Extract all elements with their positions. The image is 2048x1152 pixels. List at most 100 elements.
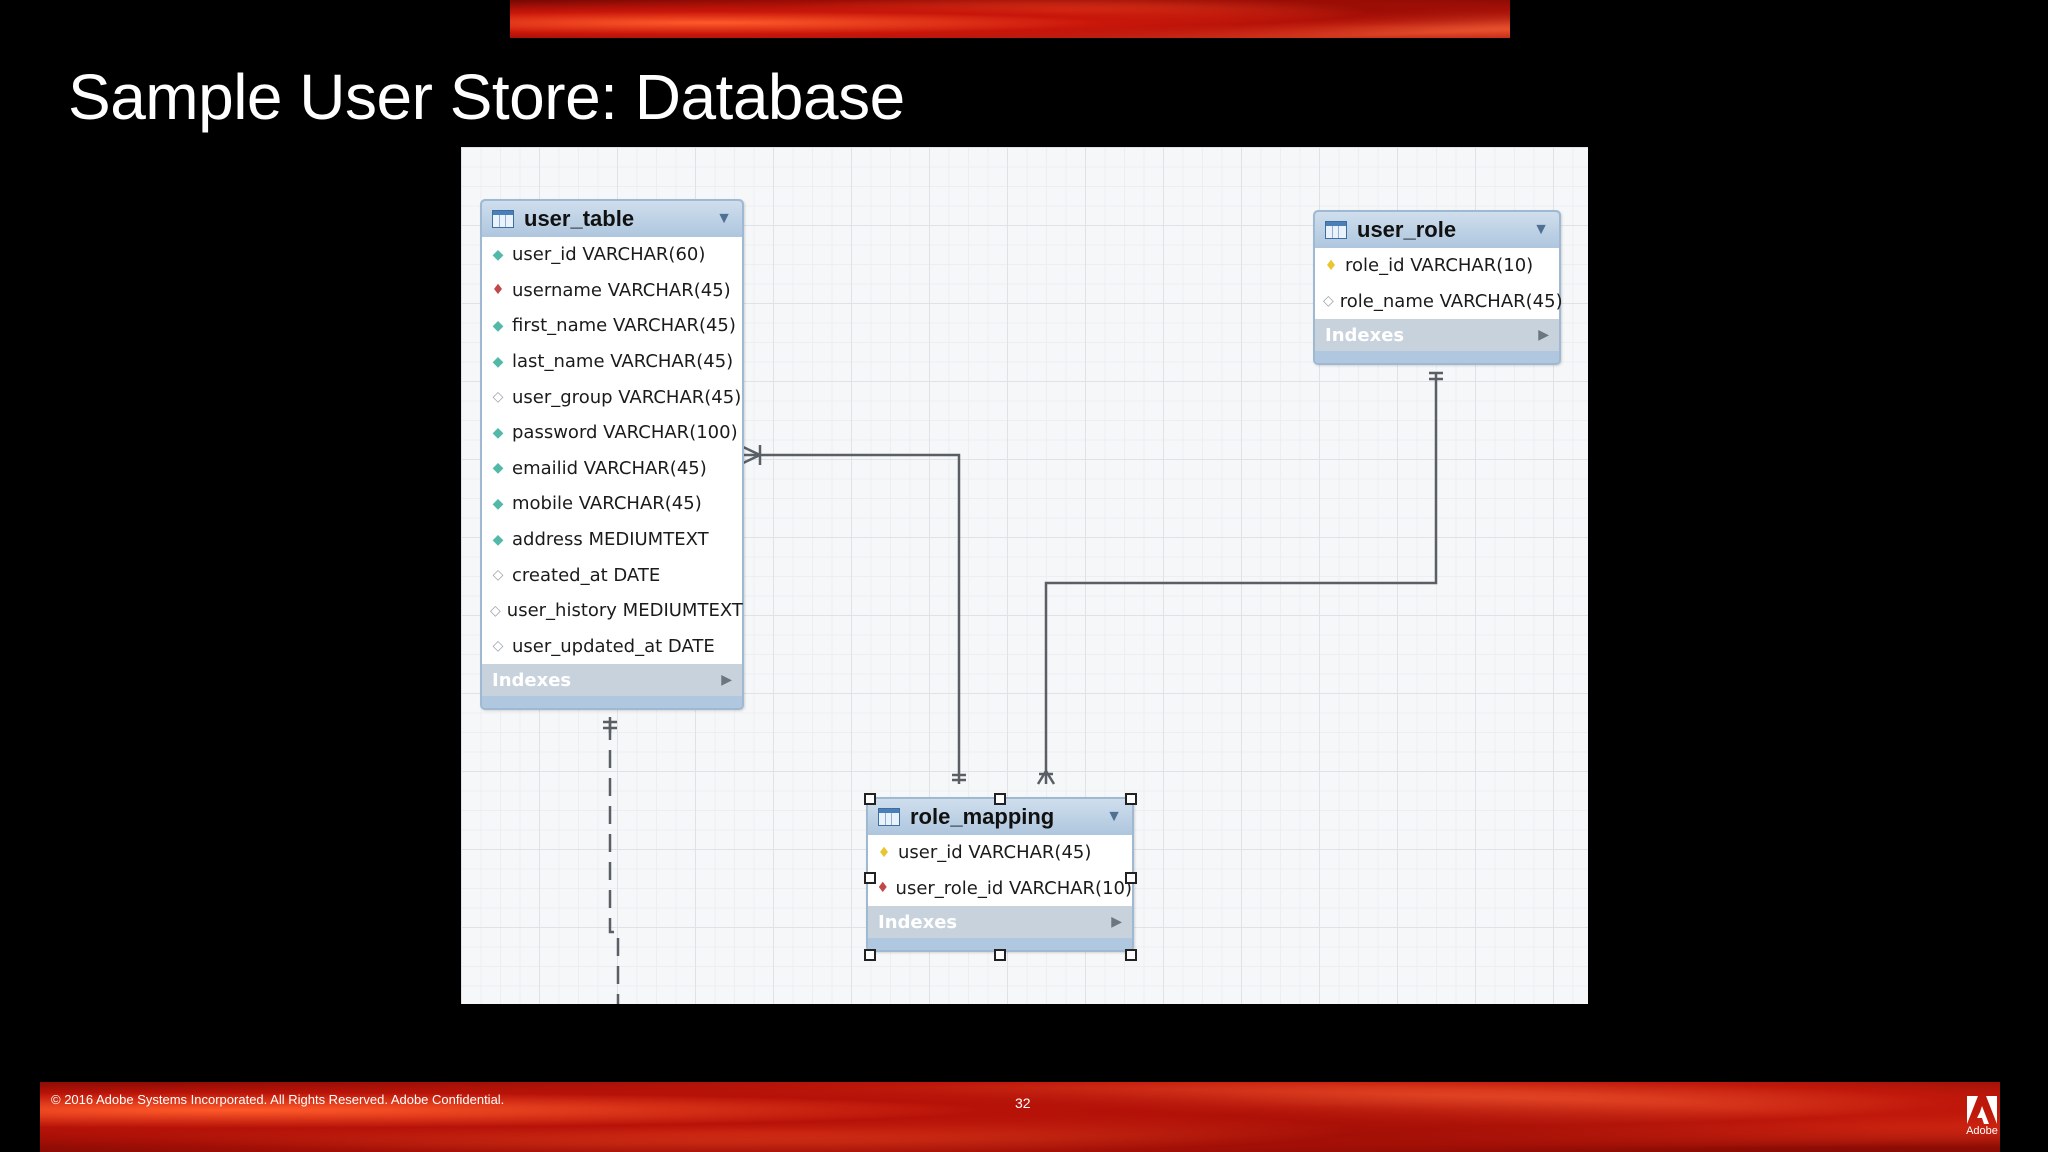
one-mark-user-table-bottom [603, 717, 617, 733]
foreign-key-icon: ♦ [491, 282, 505, 299]
collapse-caret-icon[interactable]: ▼ [716, 210, 732, 227]
table-icon [878, 808, 900, 826]
table-icon [492, 210, 514, 228]
column-text: user_updated_at DATE [512, 635, 715, 657]
column-text: username VARCHAR(45) [512, 279, 731, 301]
column-row[interactable]: ♦ username VARCHAR(45) [482, 273, 742, 309]
expand-arrow-icon[interactable]: ▶ [1111, 914, 1122, 931]
column-row[interactable]: ◇user_history MEDIUMTEXT [482, 593, 743, 629]
expand-arrow-icon[interactable]: ▶ [1538, 327, 1549, 344]
column-text: mobile VARCHAR(45) [512, 493, 702, 515]
column-list: ♦ role_id VARCHAR(10) ◇role_name VARCHAR(… [1315, 248, 1563, 320]
crowfoot-role-mapping [1036, 768, 1056, 785]
resize-handle-top-right[interactable] [1125, 793, 1137, 805]
bottom-decorative-band [0, 1082, 2048, 1152]
slide-title: Sample User Store: Database [68, 61, 905, 133]
diamond-outline-icon: ◇ [492, 389, 504, 406]
column-text: created_at DATE [512, 564, 661, 586]
one-mark-user-role [1429, 371, 1443, 381]
column-row[interactable]: ◇ user_updated_at DATE [482, 629, 742, 665]
primary-key-icon: ♦ [1324, 257, 1338, 274]
indexes-label: Indexes [492, 669, 572, 691]
entity-header[interactable]: user_role ▼ [1315, 212, 1559, 248]
entity-user-role[interactable]: user_role ▼ ♦ role_id VARCHAR(10) ◇role_n… [1313, 210, 1563, 366]
column-text: address MEDIUMTEXT [512, 529, 709, 551]
adobe-logo-text: Adobe [1966, 1125, 1998, 1137]
primary-key-icon: ♦ [877, 844, 891, 861]
collapse-caret-icon[interactable]: ▼ [1533, 221, 1549, 238]
diamond-icon: ◆ [492, 424, 504, 441]
expand-arrow-icon[interactable]: ▶ [721, 672, 732, 689]
column-row[interactable]: ◆ last_name VARCHAR(45) [482, 344, 742, 380]
entity-footer [868, 938, 1132, 951]
entity-footer [1315, 351, 1559, 364]
column-text: user_group VARCHAR(45) [512, 386, 742, 408]
resize-handle-top-left[interactable] [864, 793, 876, 805]
table-icon [1325, 221, 1347, 239]
column-row[interactable]: ◆ mobile VARCHAR(45) [482, 486, 742, 522]
column-text: last_name VARCHAR(45) [512, 351, 734, 373]
column-row[interactable]: ◆password VARCHAR(100) [482, 415, 742, 451]
resize-handle-bottom-right[interactable] [1125, 949, 1137, 961]
indexes-label: Indexes [878, 911, 958, 933]
diamond-outline-icon: ◇ [1323, 293, 1334, 310]
connector-user-table-dashed [608, 722, 620, 1004]
column-row[interactable]: ◆ first_name VARCHAR(45) [482, 308, 742, 344]
column-row[interactable]: ◆ emailid VARCHAR(45) [482, 451, 742, 487]
diamond-icon: ◆ [492, 317, 504, 334]
column-row[interactable]: ♦ role_id VARCHAR(10) [1315, 248, 1559, 284]
resize-handle-top-center[interactable] [994, 793, 1006, 805]
entity-role-mapping[interactable]: role_mapping ▼ ♦user_id VARCHAR(45) ♦use… [866, 797, 1134, 953]
column-row[interactable]: ♦user_id VARCHAR(45) [868, 835, 1132, 871]
entity-user-table[interactable]: user_table ▼ ◆ user_id VARCHAR(60) ♦ usern… [480, 199, 744, 711]
entity-header[interactable]: role_mapping ▼ [868, 799, 1132, 835]
entity-footer [482, 696, 742, 709]
column-text: emailid VARCHAR(45) [512, 457, 707, 479]
diamond-icon: ◆ [492, 531, 504, 548]
column-row[interactable]: ◆ user_id VARCHAR(60) [482, 237, 742, 273]
entity-header[interactable]: user_table ▼ [482, 201, 742, 237]
indexes-label: Indexes [1325, 324, 1405, 346]
resize-handle-bottom-center[interactable] [994, 949, 1006, 961]
relationship-connectors [603, 371, 1443, 1004]
diamond-icon: ◆ [492, 246, 504, 263]
column-text: user_id VARCHAR(60) [512, 244, 706, 266]
column-list: ◆ user_id VARCHAR(60) ♦ username VARCHAR(4… [482, 237, 743, 665]
resize-handle-middle-right[interactable] [1125, 872, 1137, 884]
diamond-icon: ◆ [492, 353, 504, 370]
column-text: first_name VARCHAR(45) [512, 315, 736, 337]
collapse-caret-icon[interactable]: ▼ [1106, 808, 1122, 825]
entity-title: user_table [524, 206, 635, 231]
column-text: role_id VARCHAR(10) [1345, 255, 1534, 277]
connector-user-role-role-mapping [1044, 373, 1438, 784]
column-row[interactable]: ◆ address MEDIUMTEXT [482, 522, 742, 558]
resize-handle-middle-left[interactable] [864, 872, 876, 884]
diamond-outline-icon: ◇ [490, 602, 501, 619]
column-list: ♦user_id VARCHAR(45) ♦user_role_id VARCH… [868, 835, 1132, 907]
top-decorative-band [0, 0, 2048, 38]
foreign-key-icon: ♦ [876, 880, 890, 897]
indexes-section[interactable]: Indexes ▶ [1315, 319, 1559, 352]
column-row[interactable]: ♦user_role_id VARCHAR(10) [868, 871, 1132, 907]
one-mark-role-mapping-left [952, 773, 966, 782]
column-row[interactable]: ◇role_name VARCHAR(45) [1315, 284, 1563, 320]
er-diagram-canvas: user_table ▼ ◆ user_id VARCHAR(60) ♦ usern… [461, 147, 1588, 1004]
adobe-logo: Adobe [1962, 1096, 2002, 1142]
crowfoot-user-table [740, 444, 763, 466]
indexes-section[interactable]: Indexes ▶ [868, 906, 1132, 939]
entity-title: role_mapping [910, 804, 1055, 829]
copyright-notice: © 2016 Adobe Systems Incorporated. All R… [51, 1092, 505, 1107]
diamond-icon: ◆ [492, 495, 504, 512]
diamond-outline-icon: ◇ [492, 567, 504, 584]
column-row[interactable]: ◇ user_group VARCHAR(45) [482, 379, 742, 415]
page-number: 32 [1015, 1095, 1031, 1111]
resize-handle-bottom-left[interactable] [864, 949, 876, 961]
connector-user-table-role-mapping [741, 453, 961, 784]
entity-title: user_role [1357, 217, 1457, 242]
indexes-section[interactable]: Indexes ▶ [482, 664, 742, 697]
diamond-icon: ◆ [492, 460, 504, 477]
red-swirl-graphic [510, 0, 1510, 38]
diamond-outline-icon: ◇ [492, 638, 504, 655]
column-row[interactable]: ◇ created_at DATE [482, 557, 742, 593]
red-swirl-graphic [40, 1082, 2000, 1152]
